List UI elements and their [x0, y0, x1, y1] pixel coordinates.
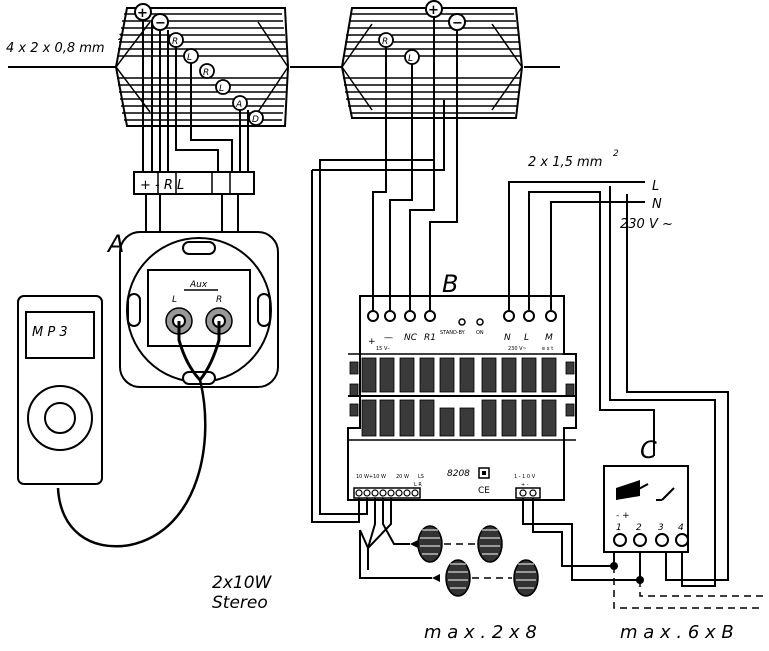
max-speakers-label: m a x . 2 x 8 — [424, 622, 537, 643]
b-term-nc: NC — [404, 333, 418, 343]
marker-a: A — [235, 100, 242, 110]
b-out-2: 20 W — [396, 474, 409, 480]
wire-ad — [239, 110, 249, 172]
speaker-2 — [477, 525, 503, 563]
terminal-labels: + - R L — [140, 178, 184, 193]
cable-spec-power-sup: 2 — [613, 149, 619, 159]
b-term-l: L — [524, 333, 529, 343]
c-term-1: 1 — [616, 523, 622, 533]
b-term-n: N — [504, 333, 511, 343]
device-c-label: C — [640, 436, 657, 464]
wire-b-rear-top — [312, 100, 445, 171]
marker-minus: − — [155, 16, 166, 31]
mains-n: N — [652, 197, 662, 212]
c-term-2: 2 — [636, 523, 642, 533]
wire-spk-bottom — [359, 498, 432, 579]
marker-minus-2: − — [452, 16, 463, 31]
marker-d: D — [252, 115, 259, 125]
power-line-2: Stereo — [212, 593, 268, 613]
b-ce: CE — [478, 486, 490, 496]
b-dim-pm: + - — [521, 482, 529, 488]
speaker-3 — [432, 559, 471, 597]
wire-dim-extension — [613, 566, 764, 609]
marker-r-b2: R — [382, 37, 388, 47]
b-term-r1: R1 — [424, 333, 436, 343]
cable-markers-box-1: + − R L R L A D — [134, 3, 264, 126]
speaker-4 — [513, 559, 539, 597]
max-dimmers-label: m a x . 6 x B — [620, 622, 734, 643]
wire-b-rear — [311, 170, 368, 523]
marker-l-b2: L — [408, 54, 413, 64]
device-a-socket — [119, 231, 279, 388]
b-ext: e x t — [542, 346, 553, 352]
marker-plus: + — [137, 6, 148, 21]
cable-spec-power: 2 x 1,5 mm — [528, 155, 602, 170]
power-line-1: 2x10W — [212, 573, 273, 593]
b-term-minus: — — [384, 333, 393, 343]
wire-b-audio — [372, 47, 413, 311]
b-sub-lr: L R — [414, 482, 422, 488]
wire-dim-minus — [532, 498, 615, 567]
terminal-strip: + - R L — [133, 171, 255, 195]
cable-left — [177, 321, 202, 382]
cable-right — [198, 321, 221, 381]
cable-to-mp3 — [56, 379, 207, 548]
c-term-4: 4 — [678, 523, 684, 533]
b-230v: 230 V~ — [508, 346, 527, 352]
wire-l — [190, 63, 233, 172]
mp3-label: M P 3 — [32, 325, 68, 340]
wire-spk-top — [359, 498, 410, 551]
marker-l: L — [187, 53, 192, 63]
marker-r: R — [172, 37, 178, 47]
wire-mains-l — [508, 181, 645, 311]
aux-right-label: R — [216, 295, 222, 305]
c-term-3: 3 — [658, 523, 664, 533]
wire-b-power — [409, 17, 458, 311]
device-c-dimmer — [603, 465, 689, 553]
aux-label: Aux — [189, 280, 208, 290]
mains-voltage: 230 V ~ — [620, 217, 673, 232]
b-on: ON — [476, 330, 484, 336]
aux-left-label: L — [172, 295, 177, 305]
marker-r2: R — [203, 68, 209, 78]
b-term-plus: + — [368, 337, 376, 347]
mp3-player — [17, 295, 103, 485]
c-pm: - + — [616, 511, 630, 521]
device-b-amplifier — [347, 295, 577, 501]
b-15v: 15 V– — [376, 346, 390, 352]
b-standby: STAND-BY — [440, 330, 466, 336]
b-dim-label: 1 - 1 0 V — [514, 474, 536, 480]
b-model: 8208 — [447, 469, 470, 479]
speaker-1 — [410, 525, 443, 563]
cable-spec-top: 4 x 2 x 0,8 mm — [6, 41, 105, 56]
wire-r — [175, 47, 219, 172]
junction-box-2 — [340, 7, 524, 119]
mains-l: L — [652, 179, 659, 194]
b-term-m: M — [545, 333, 553, 343]
wire-dim-plus — [522, 498, 641, 581]
wire-l-to-c — [528, 191, 655, 456]
wire-m-to-c — [626, 194, 729, 581]
b-out-1: 10 W+10 W — [356, 474, 386, 480]
wire-minus — [159, 30, 169, 172]
device-a-label: A — [106, 230, 124, 258]
b-out-3: LS — [418, 474, 424, 480]
marker-plus-2: + — [428, 3, 439, 18]
device-b-label: B — [442, 270, 458, 298]
wire-mains-n — [550, 201, 645, 311]
wire-plus — [142, 20, 153, 172]
marker-l2: L — [219, 84, 224, 94]
